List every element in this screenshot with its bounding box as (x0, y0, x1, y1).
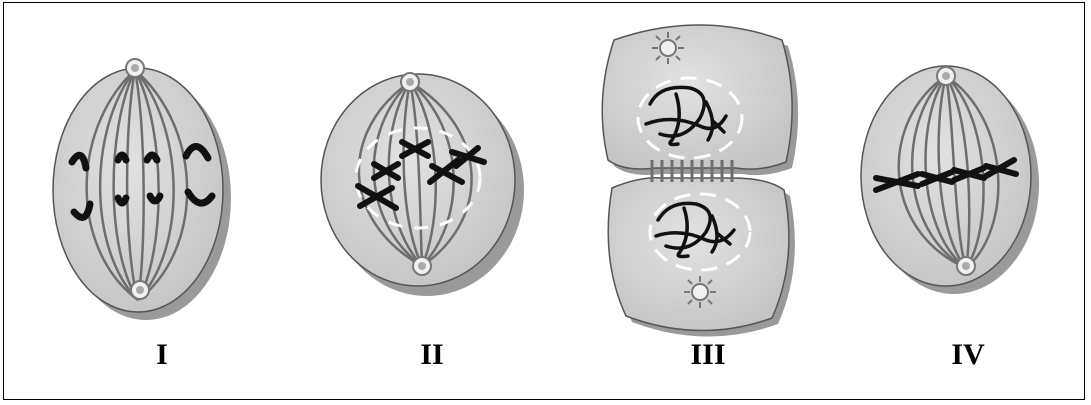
centrosome-bottom (131, 281, 149, 299)
cell-stage-i (53, 59, 231, 320)
cell-stage-iii (602, 25, 798, 337)
stage-label-iii: III (648, 338, 768, 372)
centrosome-bottom (413, 257, 431, 275)
centrosome-top (126, 59, 144, 77)
stage-label-ii: II (372, 338, 492, 372)
centrosome-top (937, 67, 955, 85)
centrosome-bottom (957, 257, 975, 275)
centrosome-bottom (684, 276, 716, 308)
cell-stage-ii (321, 73, 524, 296)
stage-label-iv: IV (908, 338, 1028, 372)
cell-stage-iv (861, 66, 1039, 294)
centrosome-top (652, 32, 684, 64)
stage-label-i: I (102, 338, 222, 372)
centrosome-top (401, 73, 419, 91)
